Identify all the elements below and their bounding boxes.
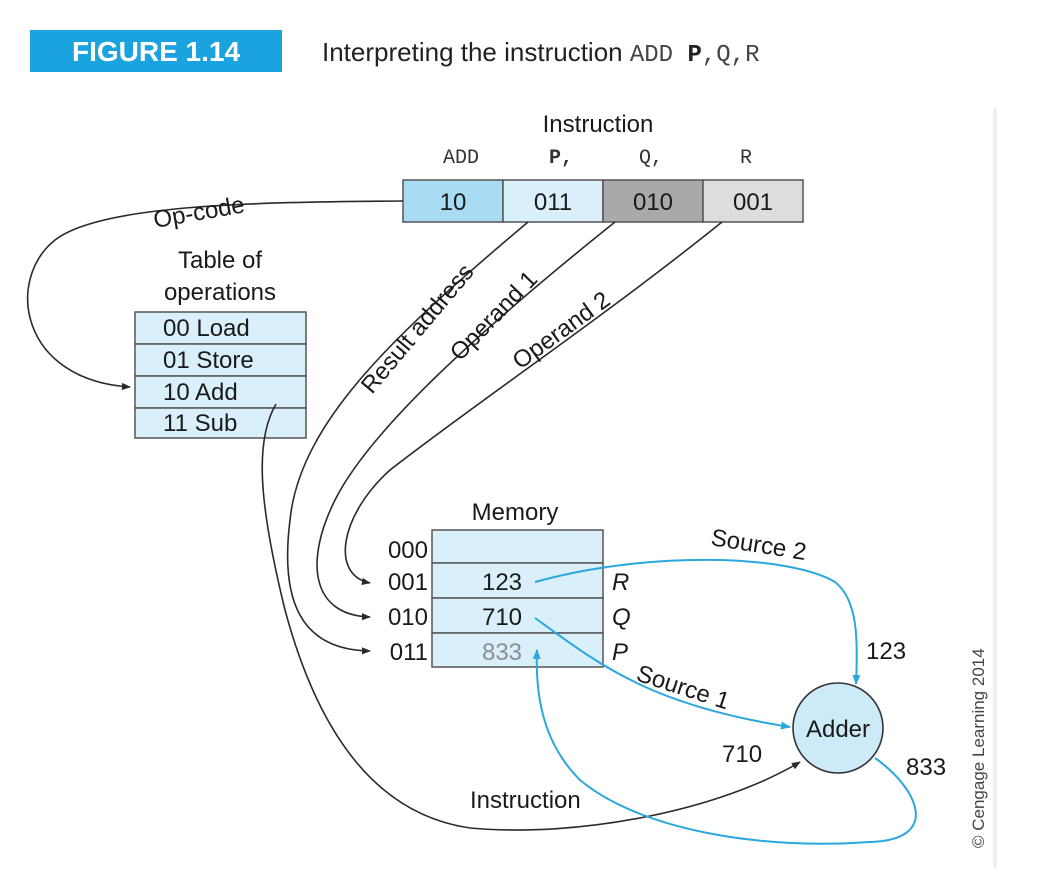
figure-caption-p: P xyxy=(687,42,701,69)
memory-value-result: 833 xyxy=(482,639,522,666)
figure-badge-text: FIGURE 1.14 xyxy=(72,36,240,67)
adder-label: Adder xyxy=(806,716,870,743)
result-address-arrow xyxy=(286,221,529,655)
value-710-label: 710 xyxy=(722,741,762,768)
page-edge xyxy=(993,108,997,868)
memory-tag: Q xyxy=(612,604,631,631)
opcode-arrow xyxy=(26,200,404,391)
instruction-field-r xyxy=(702,179,804,223)
memory-tag: P xyxy=(612,639,628,666)
operand1-arrow xyxy=(316,221,616,621)
result-arrow xyxy=(532,649,917,845)
source1-arrow xyxy=(534,617,791,730)
instruction-arrow xyxy=(261,403,801,831)
memory-address: 011 xyxy=(390,639,428,666)
instruction-register xyxy=(402,179,804,223)
operations-row-text: 00 Load xyxy=(163,315,250,342)
instruction-field-q xyxy=(602,179,704,223)
figure-caption: Interpreting the instruction ADD P,Q,R xyxy=(322,37,759,69)
opcode-label: Op-code xyxy=(151,191,246,234)
operand2-arrow xyxy=(344,221,723,585)
memory-cell-000 xyxy=(431,529,604,564)
operations-table xyxy=(134,311,307,439)
instruction-value-opcode: 10 xyxy=(440,189,467,216)
operations-row xyxy=(134,375,307,409)
instruction-value-r: 001 xyxy=(733,189,773,216)
instruction-value-q: 010 xyxy=(633,189,673,216)
memory-table xyxy=(431,529,604,668)
operations-row-text: 01 Store xyxy=(163,347,254,374)
adder-circle xyxy=(792,682,884,774)
figure-caption-rest: ,Q,R xyxy=(702,42,760,69)
instruction-field-p xyxy=(502,179,604,223)
value-123-label: 123 xyxy=(866,638,906,665)
memory-address: 010 xyxy=(388,604,428,631)
source1-label: Source 1 xyxy=(633,660,733,715)
instruction-value-p: 011 xyxy=(534,189,572,216)
memory-cell-011 xyxy=(431,632,604,668)
memory-cell-001 xyxy=(431,562,604,599)
operations-row-text: 11 Sub xyxy=(163,410,237,437)
operations-row-text: 10 Add xyxy=(163,379,238,406)
instruction-field-opcode xyxy=(402,179,504,223)
copyright-text: © Cengage Learning 2014 xyxy=(969,648,988,848)
figure-caption-op: ADD xyxy=(630,42,688,69)
operations-row xyxy=(134,407,307,439)
instruction-label: Instruction xyxy=(470,787,581,814)
result-address-label: Result address xyxy=(356,259,480,399)
value-833-label: 833 xyxy=(906,754,946,781)
memory-address: 000 xyxy=(388,537,428,564)
instruction-field-label-op: ADD xyxy=(443,147,479,170)
memory-address: 001 xyxy=(388,569,428,596)
source2-arrow xyxy=(534,558,861,685)
memory-value: 123 xyxy=(482,569,522,596)
memory-value: 710 xyxy=(482,604,522,631)
figure-badge xyxy=(30,30,282,72)
instruction-title: Instruction xyxy=(543,111,654,138)
operations-title-line1: Table of xyxy=(178,247,262,274)
memory-tag: R xyxy=(612,569,629,596)
instruction-field-label-r: R xyxy=(740,147,752,170)
memory-title: Memory xyxy=(472,499,559,526)
operations-title-line2: operations xyxy=(164,279,276,306)
figure-caption-text: Interpreting the instruction xyxy=(322,37,630,67)
instruction-field-label-q: Q, xyxy=(639,147,663,170)
instruction-field-label-p: P, xyxy=(549,147,573,170)
